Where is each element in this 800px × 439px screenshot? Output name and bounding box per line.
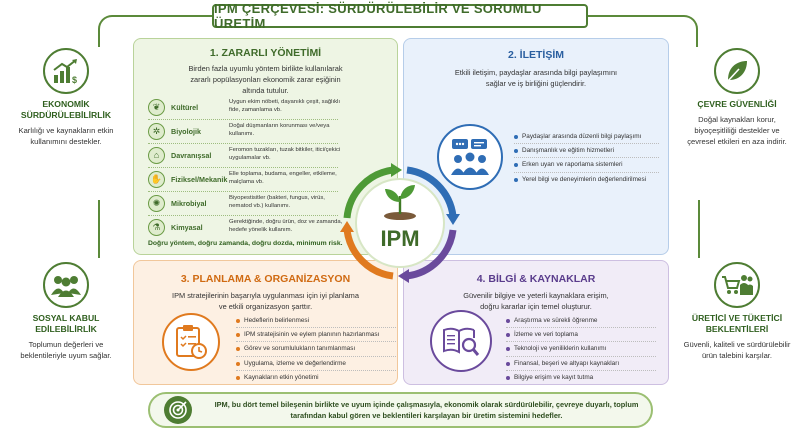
expectations-title: ÜRETİCİ VE TÜKETİCİ BEKLENTİLERİ: [691, 313, 783, 334]
communication-desc: Etkili iletişim, paydaşlar arasında bilg…: [454, 68, 618, 88]
list-item: Görev ve sorumlulukların tanımlanması: [236, 344, 396, 357]
seedling-icon: ❦: [148, 98, 165, 116]
pest-management-desc: Birden fazla uyumlu yöntem birlikte kull…: [188, 64, 343, 95]
method-row-kulturel: ❦ Kültürel Uygun ekim nöbeti, dayanıklı …: [148, 96, 347, 118]
ipm-cycle: IPM: [340, 163, 460, 283]
list-item: Hedeflerin belirlenmesi: [236, 316, 396, 329]
method-text: Elle toplama, budama, engeller, etkileme…: [229, 171, 337, 185]
social-acceptability: SOSYAL KABUL EDİLEBİLİRLİK Toplumun değe…: [8, 262, 124, 361]
sprout-icon: [384, 185, 416, 220]
arrow-head: [391, 163, 402, 177]
svg-text:$: $: [72, 75, 77, 85]
method-row-fiziksel: ✋ Fiziksel/Mekanik Elle toplama, budama,…: [148, 168, 347, 190]
knowledge-list: Araştırma ve sürekli öğrenme İzleme ve v…: [506, 316, 656, 384]
planning-title: 3. PLANLAMA & ORGANİZASYON: [180, 273, 351, 285]
page-title: IPM ÇERÇEVESİ: SÜRDÜRÜLEBİLİR VE SORUMLU…: [212, 1, 588, 31]
divider: [148, 167, 338, 168]
people-group-icon: [43, 262, 89, 308]
list-item: IPM stratejisinin ve eylem planının hazı…: [236, 330, 396, 343]
flask-icon: ⚗: [148, 218, 165, 236]
list-item: Paydaşlar arasında düzenli bilgi paylaşı…: [514, 132, 659, 145]
list-item: Teknoloji ve yeniliklerin kullanımı: [506, 344, 656, 357]
social-text: Toplumun değerleri ve beklentileriyle uy…: [20, 340, 112, 360]
frame-top-right: [588, 15, 698, 47]
center-label: IPM: [380, 226, 419, 251]
economic-title: EKONOMİK SÜRDÜRÜLEBİLİRLİK: [20, 99, 112, 120]
leaf-icon: [714, 48, 760, 94]
producer-consumer-expectations: ÜRETİCİ VE TÜKETİCİ BEKLENTİLERİ Güvenli…: [680, 262, 794, 361]
summary-banner: IPM, bu dört temel bileşenin birlikte ve…: [148, 392, 653, 428]
method-text: Gerektiğinde, doğru ürün, doz ve zamanda…: [229, 219, 343, 233]
arrow-head: [340, 221, 354, 232]
environment-text: Doğal kaynakları korur, biyoçeşitliliği …: [687, 115, 787, 146]
communication-list: Paydaşlar arasında düzenli bilgi paylaşı…: [514, 132, 659, 186]
planning-list: Hedeflerin belirlenmesi IPM stratejisini…: [236, 316, 396, 384]
method-name: Fiziksel/Mekanik: [171, 174, 228, 184]
environment-title: ÇEVRE GÜVENLİĞİ: [697, 99, 777, 109]
book-magnifier-icon: [430, 310, 492, 372]
center-disc: [355, 178, 445, 268]
list-item: İzleme ve veri toplama: [506, 330, 656, 343]
method-name: Kültürel: [171, 102, 199, 112]
method-name: Kimyasal: [171, 222, 203, 232]
method-name: Mikrobiyal: [171, 198, 207, 208]
method-name: Biyolojik: [171, 126, 201, 136]
expectations-text: Güvenli, kaliteli ve sürdürülebilir ürün…: [683, 340, 791, 360]
divider: [148, 191, 338, 192]
list-item: Danışmanlık ve eğitim hizmetleri: [514, 146, 659, 159]
method-text: Uygun ekim nöbeti, dayanıklı çeşit, sağl…: [229, 99, 340, 113]
clipboard-clock-icon: [162, 313, 220, 371]
frame-top-left: [98, 15, 212, 47]
arrow-head: [398, 269, 409, 283]
communication-panel: 2. İLETİŞİM Etkili iletişim, paydaşlar a…: [403, 38, 669, 255]
method-text: Doğal düşmanların korunması ve/veya kull…: [229, 123, 330, 137]
cycle-arc-purple: [406, 229, 457, 280]
planning-desc: IPM stratejilerinin başarıyla uygulanmas…: [172, 291, 359, 311]
target-icon: [164, 396, 192, 424]
environmental-safety: ÇEVRE GÜVENLİĞİ Doğal kaynakları korur, …: [680, 48, 794, 147]
divider: [148, 143, 338, 144]
summary-text: IPM, bu dört temel bileşenin birlikte ve…: [214, 400, 639, 420]
method-text: Feromon tuzakları, tuzak bitkiler, itici…: [229, 147, 341, 161]
list-item: Bilgiye erişim ve kayıt tutma: [506, 373, 656, 382]
cart-people-icon: [714, 262, 760, 308]
list-item: Erken uyarı ve raporlama sistemleri: [514, 160, 659, 173]
communication-title: 2. İLETİŞİM: [507, 49, 564, 61]
divider: [148, 119, 338, 120]
knowledge-title: 4. BİLGİ & KAYNAKLAR: [476, 273, 596, 285]
method-row-mikrobiyal: ✺ Mikrobiyal Biyopestisitler (bakteri, f…: [148, 192, 347, 214]
method-row-kimyasal: ⚗ Kimyasal Gerektiğinde, doğru ürün, doz…: [148, 216, 347, 238]
economic-text: Karlılığı ve kaynakların etkin kullanımı…: [18, 126, 114, 146]
pest-management-title: 1. ZARARLI YÖNETİMİ: [209, 47, 322, 59]
cycle-arc-orange: [343, 229, 394, 280]
list-item: Araştırma ve sürekli öğrenme: [506, 316, 656, 329]
ladybug-icon: ✲: [148, 122, 165, 140]
method-name: Davranışsal: [171, 150, 212, 160]
knowledge-desc: Güvenilir bilgiye ve yeterli kaynaklara …: [463, 291, 609, 311]
cycle-arc-blue: [406, 166, 457, 217]
list-item: Finansal, beşeri ve altyapı kaynakları: [506, 359, 656, 371]
list-item: Uygulama, izleme ve değerlendirme: [236, 359, 396, 371]
divider: [148, 215, 338, 216]
frame-right-mid: [690, 200, 700, 258]
economic-sustainability: $ EKONOMİK SÜRDÜRÜLEBİLİRLİK Karlılığı v…: [8, 48, 124, 147]
growth-chart-dollar-icon: $: [43, 48, 89, 94]
chat-people-icon: [437, 124, 503, 190]
method-row-davranissal: ⌂ Davranışsal Feromon tuzakları, tuzak b…: [148, 144, 347, 166]
hands-icon: ✋: [148, 170, 165, 188]
microbe-icon: ✺: [148, 194, 165, 212]
method-text: Biyopestisitler (bakteri, fungus, virüs,…: [229, 195, 325, 209]
list-item: Yerel bilgi ve deneyimlerin değerlendiri…: [514, 175, 659, 184]
cycle-arc-green: [343, 166, 394, 219]
frame-left-mid: [98, 200, 108, 258]
arrow-head: [446, 214, 460, 225]
pest-management-panel: 1. ZARARLI YÖNETİMİ Birden fazla uyumlu …: [133, 38, 398, 255]
trap-icon: ⌂: [148, 146, 165, 164]
method-row-biyolojik: ✲ Biyolojik Doğal düşmanların korunması …: [148, 120, 347, 142]
social-title: SOSYAL KABUL EDİLEBİLİRLİK: [32, 313, 100, 334]
list-item: Kaynakların etkin yönetimi: [236, 373, 396, 382]
pest-management-footer: Doğru yöntem, doğru zamanda, doğru dozda…: [148, 240, 343, 247]
